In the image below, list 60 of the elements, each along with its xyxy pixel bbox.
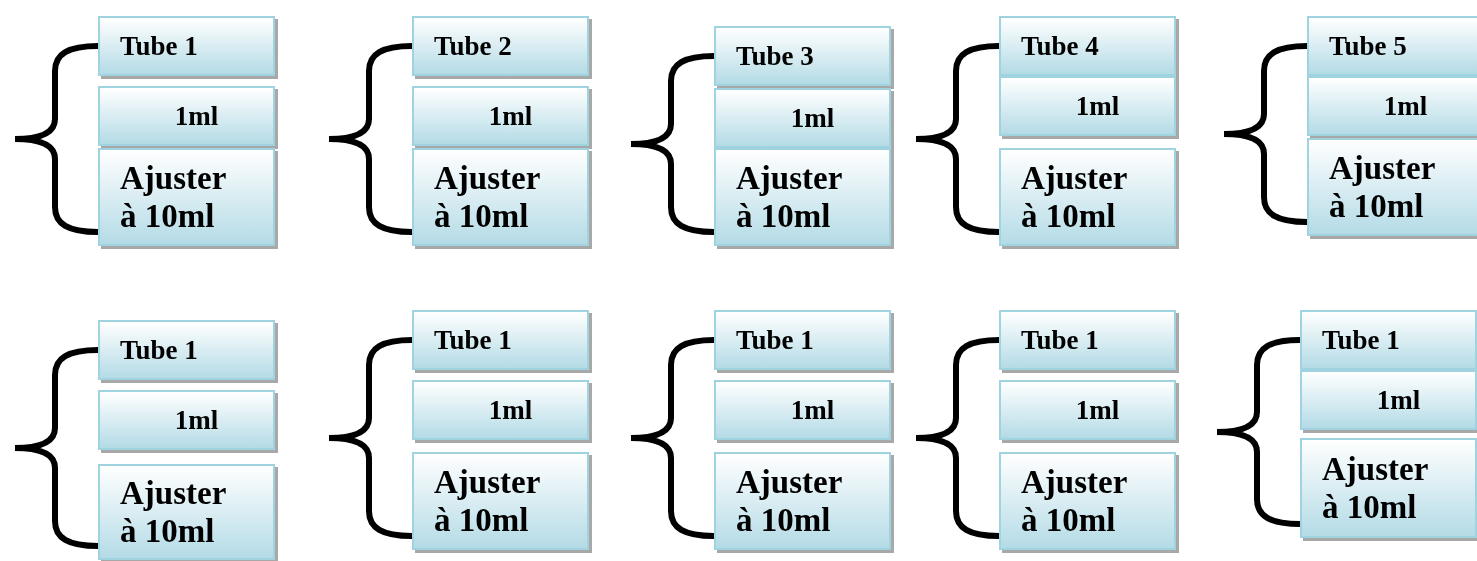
instruction-box <box>98 148 275 246</box>
box-text: Ajuster à 10ml <box>119 159 227 235</box>
box-text: 1ml <box>173 100 219 132</box>
volume-box <box>1300 370 1477 430</box>
box-text: Ajuster à 10ml <box>119 474 227 550</box>
instruction-box <box>1307 138 1477 236</box>
box-text: 1ml <box>487 394 533 426</box>
box-text: Tube 1 <box>433 324 512 356</box>
box-text: 1ml <box>1382 90 1428 122</box>
box-text: 1ml <box>789 102 835 134</box>
box-text: 1ml <box>1074 90 1120 122</box>
tube-label-box <box>412 310 589 370</box>
box-text: Tube 3 <box>735 40 814 72</box>
box-text: Tube 1 <box>119 334 198 366</box>
box-text: 1ml <box>1074 394 1120 426</box>
volume-box <box>98 390 275 450</box>
box-text: Tube 1 <box>1321 324 1400 356</box>
box-text: 1ml <box>789 394 835 426</box>
box-text: Tube 5 <box>1328 30 1407 62</box>
box-text: Tube 1 <box>119 30 198 62</box>
volume-box <box>714 380 891 440</box>
instruction-box <box>714 452 891 550</box>
volume-box <box>412 380 589 440</box>
box-text: Ajuster à 10ml <box>1328 149 1436 225</box>
tube-label-box <box>714 26 891 86</box>
box-text: Ajuster à 10ml <box>433 463 541 539</box>
box-text: Tube 4 <box>1020 30 1099 62</box>
box-text: Ajuster à 10ml <box>735 463 843 539</box>
instruction-box <box>1300 438 1477 538</box>
tube-label-box <box>98 16 275 76</box>
instruction-box <box>714 148 891 246</box>
box-text: 1ml <box>487 100 533 132</box>
box-text: Ajuster à 10ml <box>433 159 541 235</box>
instruction-box <box>999 452 1176 550</box>
tube-label-box <box>714 310 891 370</box>
tube-label-box <box>999 16 1176 76</box>
box-text: Tube 2 <box>433 30 512 62</box>
box-text: 1ml <box>1375 384 1421 416</box>
tube-label-box <box>999 310 1176 370</box>
volume-box <box>714 88 891 148</box>
instruction-box <box>999 148 1176 246</box>
volume-box <box>98 86 275 146</box>
tube-label-box <box>1307 16 1477 76</box>
volume-box <box>1307 76 1477 136</box>
box-text: Tube 1 <box>735 324 814 356</box>
tube-label-box <box>98 320 275 380</box>
box-text: Tube 1 <box>1020 324 1099 356</box>
tube-label-box <box>412 16 589 76</box>
instruction-box <box>98 464 275 560</box>
box-text: 1ml <box>173 404 219 436</box>
box-text: Ajuster à 10ml <box>735 159 843 235</box>
box-text: Ajuster à 10ml <box>1020 463 1128 539</box>
volume-box <box>999 380 1176 440</box>
tube-label-box <box>1300 310 1477 370</box>
volume-box <box>412 86 589 146</box>
box-text: Ajuster à 10ml <box>1321 450 1429 526</box>
instruction-box <box>412 452 589 550</box>
box-text: Ajuster à 10ml <box>1020 159 1128 235</box>
instruction-box <box>412 148 589 246</box>
volume-box <box>999 76 1176 136</box>
